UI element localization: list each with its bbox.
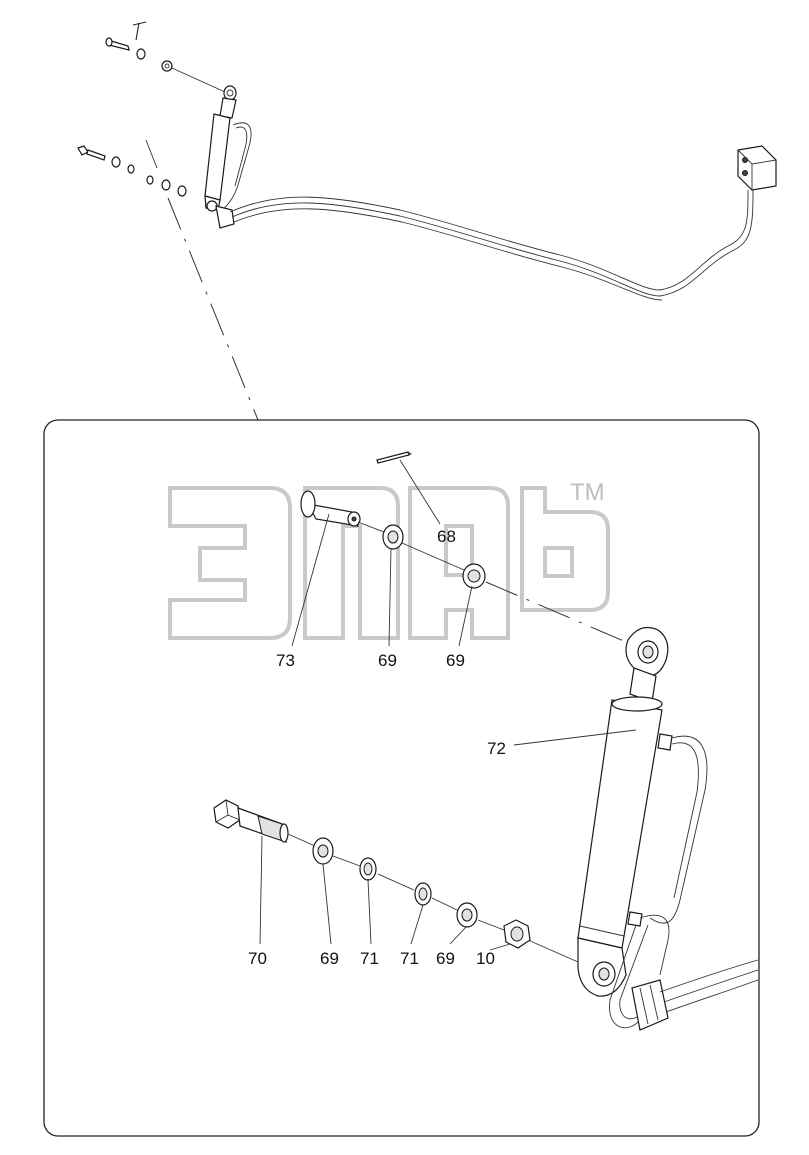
callout-68: 68	[437, 527, 456, 546]
callout-69-lower-a: 69	[320, 949, 339, 968]
callout-labels: 68 73 69 69 72 70 69 71 71 69 10	[248, 527, 506, 968]
detail-view-frame	[43, 419, 760, 1137]
callout-71-b: 71	[400, 949, 419, 968]
bolt-70	[213, 799, 289, 843]
callout-73: 73	[276, 651, 295, 670]
callout-10: 10	[476, 949, 495, 968]
overview-assembly	[77, 21, 777, 421]
lock-washer-71-a	[359, 857, 377, 881]
trademark-symbol: TM	[570, 479, 605, 506]
watermark-logo: TM	[168, 479, 610, 640]
washer-69-lower-b	[456, 902, 478, 928]
callout-69-upper-b: 69	[446, 651, 465, 670]
callout-72: 72	[487, 739, 506, 758]
washer-69-upper-b	[462, 563, 486, 589]
callout-71-a: 71	[360, 949, 379, 968]
hydraulic-cylinder-72	[577, 627, 759, 1031]
leader-lines	[259, 459, 637, 951]
callout-70: 70	[248, 949, 267, 968]
washer-69-upper-a	[382, 524, 404, 550]
callout-69-upper-a: 69	[378, 651, 397, 670]
washer-69-lower-a	[312, 837, 334, 865]
nut-10	[503, 919, 531, 949]
cotter-pin-68	[376, 451, 412, 464]
lock-washer-71-b	[414, 882, 432, 906]
callout-69-lower-b: 69	[436, 949, 455, 968]
clevis-pin-73	[300, 490, 361, 527]
